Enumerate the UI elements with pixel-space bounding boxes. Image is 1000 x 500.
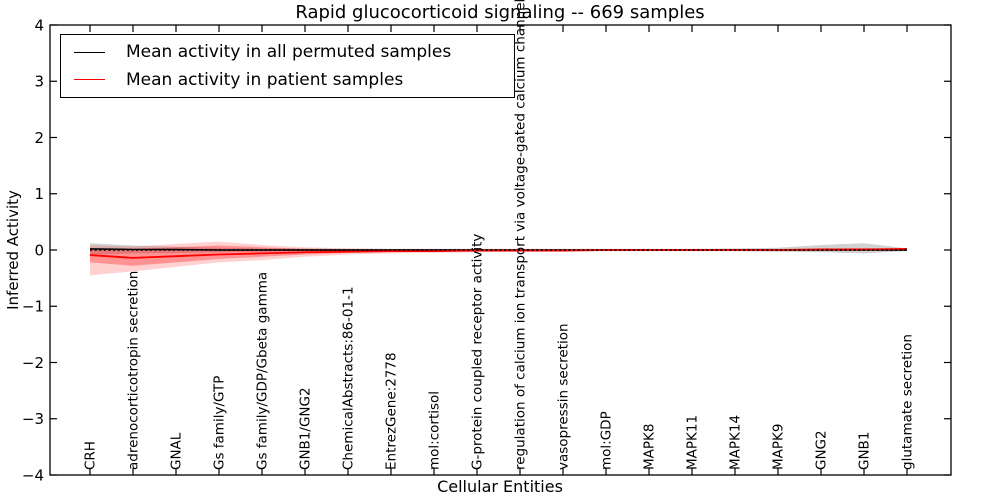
legend-item-permuted: Mean activity in all permuted samples (74, 42, 514, 62)
x-tick-label: vasopressin secretion (556, 323, 572, 470)
x-tick-label: GNB1 (857, 432, 873, 470)
x-tick-label: MAPK11 (685, 415, 701, 470)
y-tick-label: −4 (22, 466, 44, 484)
y-tick-label: 1 (34, 185, 44, 203)
x-tick-label: ChemicalAbstracts:86-01-1 (341, 286, 357, 470)
y-tick-label: −2 (22, 354, 44, 372)
y-tick-label: 3 (34, 73, 44, 91)
x-tick-label: Gs family/GDP/Gbeta gamma (255, 272, 271, 470)
y-tick-label: 4 (34, 16, 44, 34)
x-tick-label: adrenocorticotropin secretion (126, 271, 142, 470)
y-tick-label: −3 (22, 410, 44, 428)
x-tick-label: MAPK14 (728, 415, 744, 470)
permuted-samples-range-band (90, 243, 907, 255)
x-tick-label: MAPK8 (642, 424, 658, 470)
x-tick-label: GNB1/GNG2 (298, 387, 314, 470)
x-tick-label: G-protein coupled receptor activity (470, 234, 486, 470)
x-tick-label: glutamate secretion (900, 334, 916, 470)
y-axis-label: Inferred Activity (4, 190, 22, 310)
x-tick-label: CRH (83, 441, 99, 470)
x-tick-label: GNAL (169, 432, 185, 470)
x-tick-label: GNG2 (814, 430, 830, 470)
x-tick-label: regulation of calcium ion transport via … (513, 0, 529, 470)
legend-line-permuted (74, 51, 105, 53)
x-tick-label: mol:GDP (599, 411, 615, 470)
chart-title: Rapid glucocorticoid signaling -- 669 sa… (295, 2, 705, 23)
y-tick-label: −1 (22, 298, 44, 316)
legend: Mean activity in all permuted samples Me… (60, 34, 515, 98)
x-tick-label: MAPK9 (771, 424, 787, 470)
x-tick-label: EntrezGene:2778 (384, 352, 400, 470)
legend-label-permuted: Mean activity in all permuted samples (126, 42, 452, 63)
legend-line-patient (74, 79, 105, 81)
legend-item-patient: Mean activity in patient samples (74, 70, 514, 90)
x-tick-label: mol:cortisol (427, 391, 443, 470)
y-tick-label: 0 (34, 241, 44, 259)
y-tick-label: 2 (34, 129, 44, 147)
x-tick-label: Gs family/GTP (212, 376, 228, 470)
legend-label-patient: Mean activity in patient samples (126, 69, 404, 90)
x-axis-label: Cellular Entities (437, 477, 563, 496)
